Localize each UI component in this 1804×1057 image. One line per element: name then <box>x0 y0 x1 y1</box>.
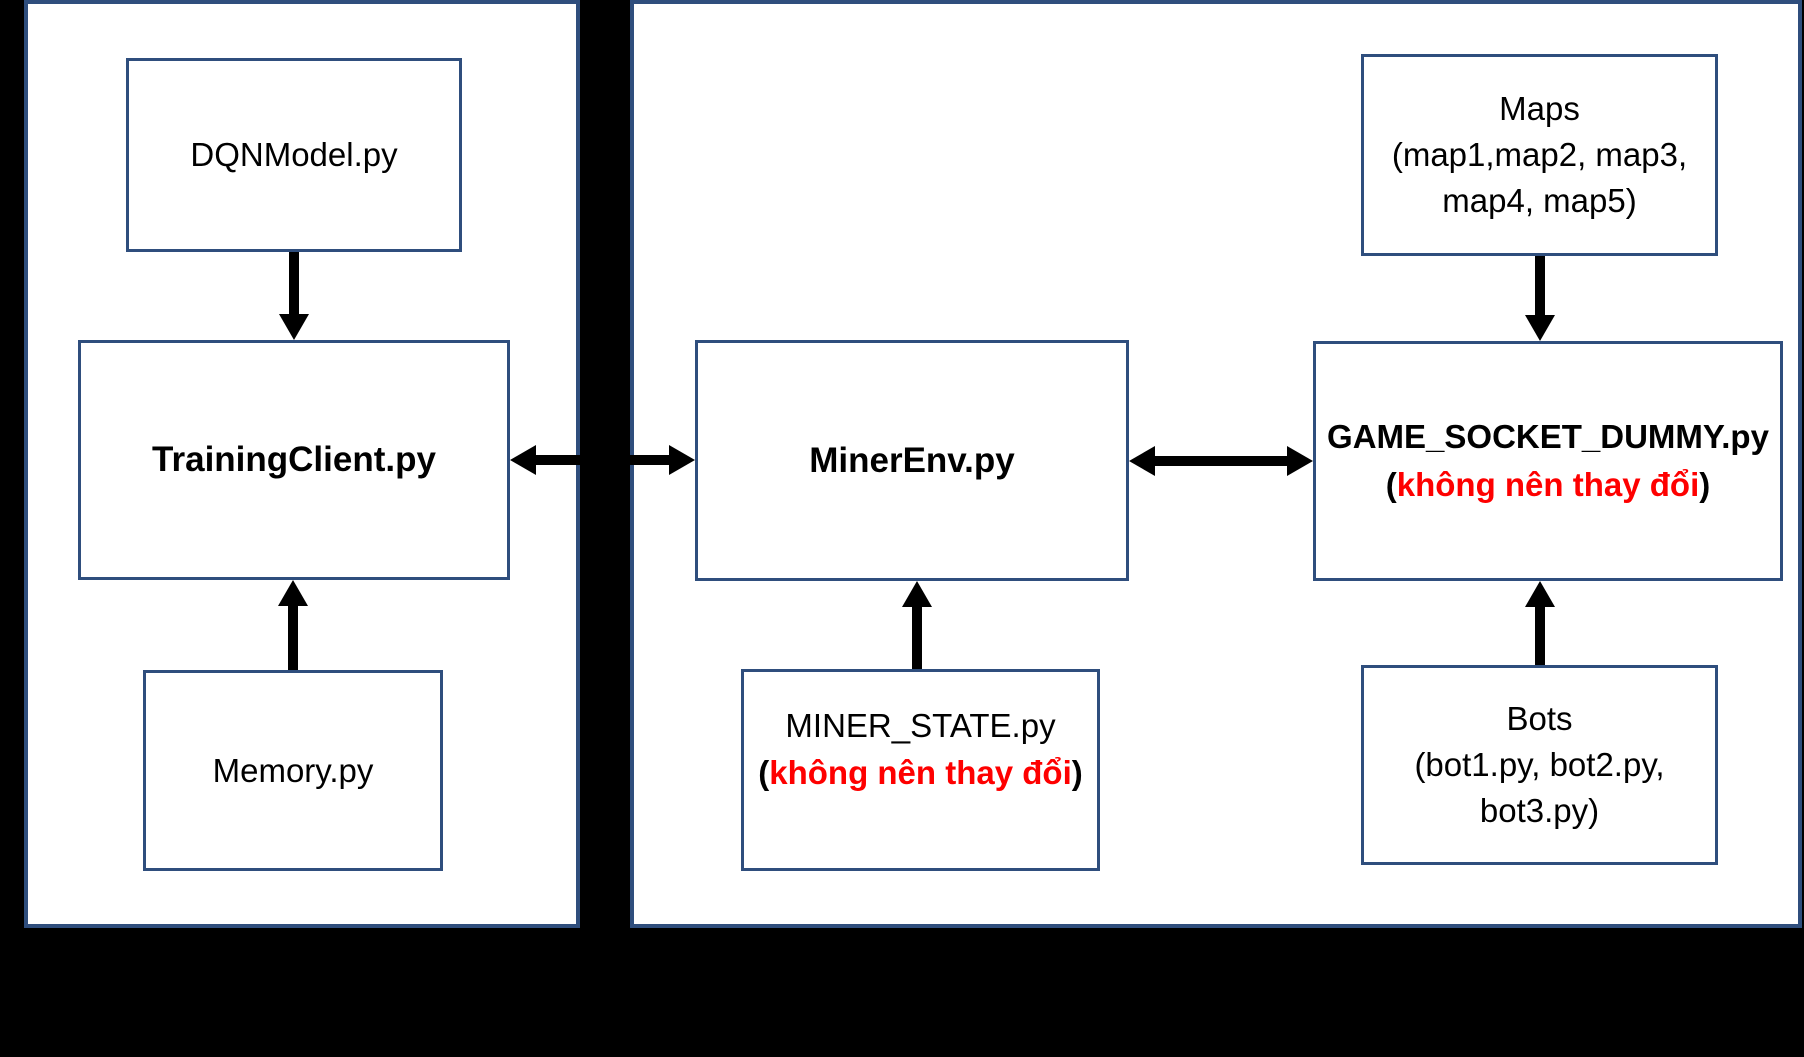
minerstate-paren-close: ) <box>1071 754 1083 791</box>
minerenv-label: MinerEnv.py <box>809 440 1015 480</box>
box-gamesocket: GAME_SOCKET_DUMMY.py (không nên thay đổi… <box>1313 341 1783 581</box>
minerstate-warning-line: (không nên thay đổi) <box>758 749 1083 796</box>
maps-line-3: map4, map5) <box>1442 182 1637 219</box>
arrow-shaft <box>1535 256 1545 315</box>
box-maps: Maps (map1,map2, map3, map4, map5) <box>1361 54 1718 256</box>
arrow-head-right-icon <box>1287 446 1313 476</box>
dqnmodel-label: DQNModel.py <box>190 136 398 173</box>
bots-line-1: Bots <box>1506 700 1573 737</box>
minerstate-warning-text: không nên thay đổi <box>769 754 1072 791</box>
arrow-head-up-icon <box>278 580 308 606</box>
box-minerenv: MinerEnv.py <box>695 340 1129 581</box>
arrow-shaft <box>912 607 922 669</box>
bots-line-2: (bot1.py, bot2.py, <box>1414 746 1665 783</box>
gamesocket-warning-text: không nên thay đổi <box>1396 466 1700 503</box>
arrow-head-down-icon <box>1525 315 1555 341</box>
arrow-head-up-icon <box>1525 581 1555 607</box>
gamesocket-warning-line: (không nên thay đổi) <box>1386 461 1711 509</box>
arrow-shaft <box>1155 456 1287 466</box>
bots-line-3: bot3.py) <box>1479 792 1600 829</box>
trainingclient-label: TrainingClient.py <box>152 440 436 479</box>
arrow-shaft <box>536 455 669 465</box>
minerstate-title: MINER_STATE.py <box>785 707 1056 744</box>
arrow-head-down-icon <box>279 314 309 340</box>
arrow-head-up-icon <box>902 581 932 607</box>
box-minerstate: MINER_STATE.py (không nên thay đổi) <box>741 669 1100 871</box>
arrow-shaft <box>289 252 299 314</box>
box-dqnmodel: DQNModel.py <box>126 58 462 252</box>
arrow-shaft <box>1535 607 1545 665</box>
memory-label: Memory.py <box>212 751 374 789</box>
arrow-head-left-icon <box>1129 446 1155 476</box>
arrow-head-left-icon <box>510 445 536 475</box>
maps-line-1: Maps <box>1499 90 1580 127</box>
gamesocket-paren-close: ) <box>1699 466 1711 503</box>
gamesocket-title: GAME_SOCKET_DUMMY.py <box>1327 418 1769 455</box>
box-memory: Memory.py <box>143 670 443 871</box>
arrow-shaft <box>288 606 298 670</box>
minerstate-paren-open: ( <box>758 754 770 791</box>
maps-line-2: (map1,map2, map3, <box>1391 136 1688 173</box>
box-bots: Bots (bot1.py, bot2.py, bot3.py) <box>1361 665 1718 865</box>
box-trainingclient: TrainingClient.py <box>78 340 510 580</box>
gamesocket-paren-open: ( <box>1385 466 1397 503</box>
arrow-head-right-icon <box>669 445 695 475</box>
